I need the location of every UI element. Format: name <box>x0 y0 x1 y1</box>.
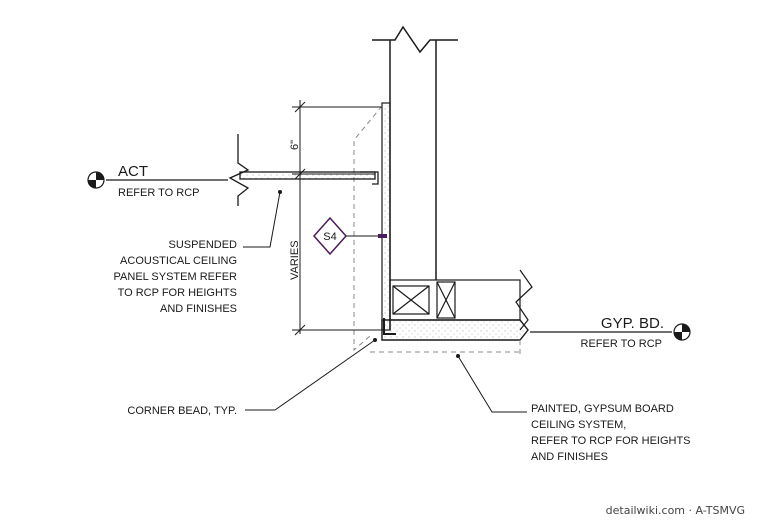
keynote-label: S4 <box>323 231 336 243</box>
note-suspended-line: AND FINISHES <box>160 303 237 315</box>
note-suspended-line: ACOUSTICAL CEILING <box>120 255 237 267</box>
note-corner-bead: CORNER BEAD, TYP. <box>127 405 237 417</box>
note-suspended-line: TO RCP FOR HEIGHTS <box>118 287 237 299</box>
leaders <box>243 190 527 413</box>
dimension-line <box>292 100 382 336</box>
gyp-tag <box>530 323 691 341</box>
wall-gypsum-board <box>381 102 391 331</box>
note-suspended-line: SUSPENDED <box>169 239 238 251</box>
dim-varies: VARIES <box>289 240 301 280</box>
gyp-sub: REFER TO RCP <box>581 338 663 350</box>
gyp-title: GYP. BD. <box>601 315 664 332</box>
note-suspended-line: PANEL SYSTEM REFER <box>114 271 238 283</box>
dim-six-inch: 6" <box>289 140 301 150</box>
note-painted-line: AND FINISHES <box>531 451 608 463</box>
keynote-s4[interactable]: S4 <box>312 216 387 256</box>
ceiling-gypsum-board <box>381 319 529 341</box>
note-painted: PAINTED, GYPSUM BOARD CEILING SYSTEM, RE… <box>531 403 691 463</box>
act-title: ACT <box>118 163 148 180</box>
act-sub: REFER TO RCP <box>118 187 200 199</box>
footer-watermark: detailwiki.com · A-TSMVG <box>606 504 745 517</box>
note-painted-line: CEILING SYSTEM, <box>531 419 626 431</box>
act-ceiling <box>228 134 379 206</box>
corner-bead <box>383 318 396 335</box>
dashed-outline <box>353 105 521 356</box>
act-tag <box>87 171 228 189</box>
note-painted-line: PAINTED, GYPSUM BOARD <box>531 403 674 415</box>
note-suspended: SUSPENDED ACOUSTICAL CEILING PANEL SYSTE… <box>114 239 238 315</box>
note-painted-line: REFER TO RCP FOR HEIGHTS <box>531 435 691 447</box>
